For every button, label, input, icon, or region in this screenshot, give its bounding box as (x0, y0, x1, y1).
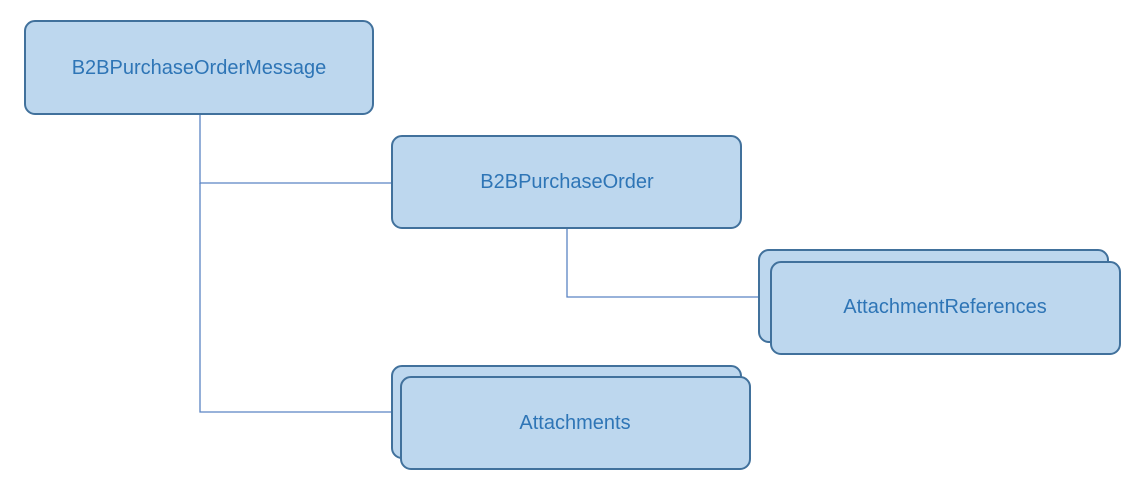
connector-order-to-attachment-references (566, 229, 759, 298)
connectors (199, 115, 759, 413)
node-label: Attachments (519, 412, 630, 434)
node-box (24, 20, 374, 115)
node-label: B2BPurchaseOrder (480, 171, 654, 193)
node-attachments: Attachments (391, 365, 751, 470)
node-box (391, 135, 742, 229)
node-label: AttachmentReferences (843, 296, 1046, 318)
node-box (770, 261, 1121, 355)
node-label: B2BPurchaseOrderMessage (72, 57, 327, 79)
node-box (400, 376, 751, 470)
connector-message-to-order (199, 115, 392, 184)
node-b2b-purchase-order: B2BPurchaseOrder (391, 135, 742, 229)
node-b2b-purchase-order-message: B2BPurchaseOrderMessage (24, 20, 374, 115)
node-attachment-references: AttachmentReferences (758, 249, 1121, 355)
connector-message-to-attachments (199, 183, 392, 413)
